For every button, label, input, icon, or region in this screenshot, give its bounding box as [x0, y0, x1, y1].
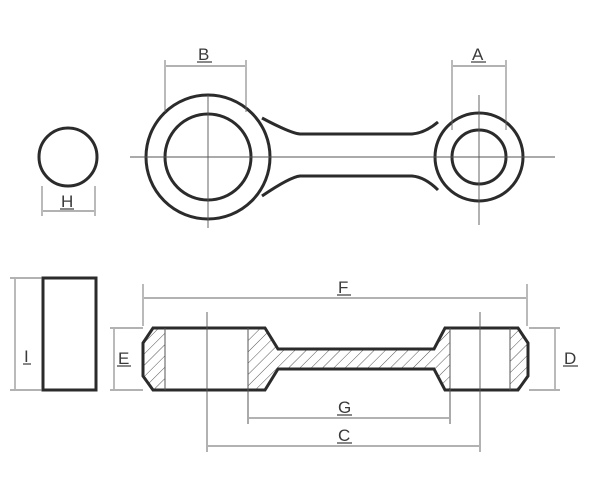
piston-pin-side-view: I: [10, 276, 98, 392]
rod-top-view: B A: [130, 45, 555, 228]
label-g: G: [338, 398, 351, 417]
small-end-right-hatch: [510, 328, 528, 390]
rod-side-outline: [141, 326, 530, 392]
big-end-left-hatch: [143, 328, 165, 390]
label-h: H: [61, 192, 73, 211]
label-f: F: [338, 278, 348, 297]
label-c: C: [338, 426, 350, 445]
beam-bottom-edge: [261, 174, 440, 198]
pin-circle: [37, 126, 99, 188]
beam-top-edge: [261, 116, 439, 136]
rod-side-section: F E D G C: [110, 278, 578, 452]
label-d: D: [564, 349, 576, 368]
piston-pin-top-view: H: [37, 126, 99, 216]
beam-hatch: [248, 328, 450, 390]
label-b: B: [198, 45, 209, 64]
label-e: E: [118, 349, 129, 368]
label-a: A: [472, 45, 484, 64]
pin-rectangle: [41, 276, 98, 392]
label-i: I: [24, 347, 29, 366]
